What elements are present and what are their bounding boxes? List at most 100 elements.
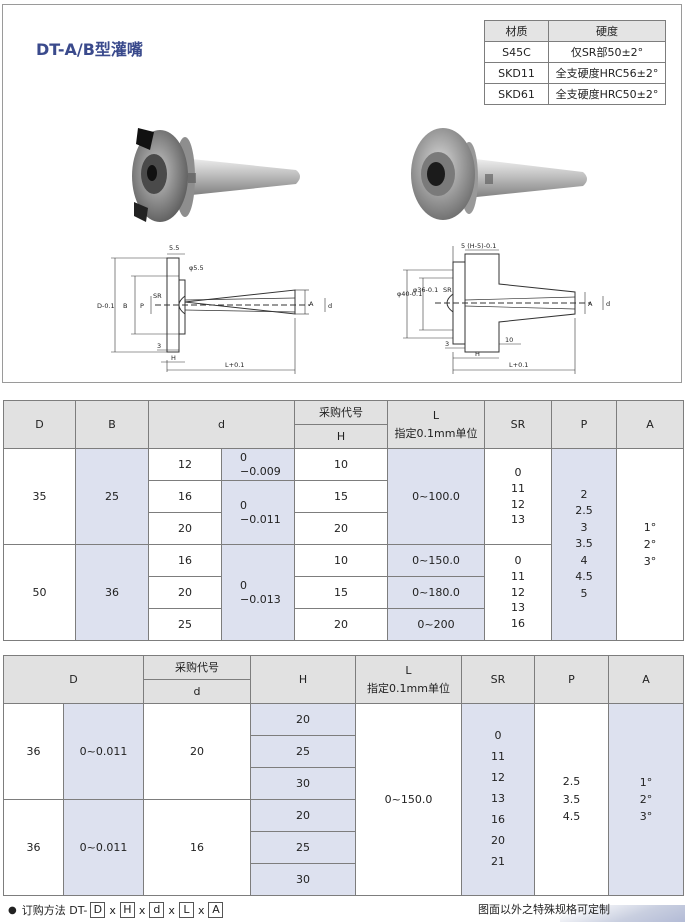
- cell-h: 30: [251, 864, 356, 896]
- hardness-header: 硬度: [548, 20, 666, 42]
- cell-l: 0~100.0: [388, 449, 485, 545]
- cell-h: 20: [295, 609, 388, 641]
- order-separator: x: [109, 903, 116, 917]
- cell-small-d: 16: [144, 800, 251, 896]
- order-box: A: [208, 902, 224, 918]
- dim-label: d: [606, 300, 610, 308]
- dim-label: P: [140, 302, 144, 310]
- cell-small-d: 16: [149, 481, 222, 513]
- cell-sr: 0 11 12 13 16: [485, 545, 552, 641]
- col-header-l: L 指定0.1mm单位: [356, 656, 462, 704]
- cell-h: 10: [295, 449, 388, 481]
- material-cell: S45C: [484, 41, 549, 63]
- dim-label: SR: [443, 286, 452, 294]
- cell-small-d: 12: [149, 449, 222, 481]
- cell-h: 25: [251, 736, 356, 768]
- cell-tolerance: 0 −0.009: [222, 449, 295, 481]
- nozzle-a-photo: [132, 128, 300, 222]
- col-header-sr: SR: [485, 401, 552, 449]
- hardness-cell: 仅SR部50±2°: [548, 41, 666, 63]
- cell-h: 20: [295, 513, 388, 545]
- cell-h: 30: [251, 768, 356, 800]
- col-header-code: 采购代号: [144, 656, 251, 680]
- dim-label: SR: [153, 292, 162, 300]
- order-method: ● 订购方法 DT- D x H x d x L x A: [8, 902, 226, 918]
- cell-h: 20: [251, 704, 356, 736]
- bullet-icon: ●: [8, 904, 17, 916]
- cell-h: 15: [295, 577, 388, 609]
- spec-table-2: D 采购代号 d H L 指定0.1mm单位 SR P A 36 0~0.011…: [3, 655, 684, 896]
- col-header-d: d: [144, 680, 251, 704]
- cell-b: 36: [76, 545, 149, 641]
- cell-h: 10: [295, 545, 388, 577]
- order-box: d: [149, 902, 165, 918]
- dim-label: 3: [157, 342, 161, 350]
- order-separator: x: [138, 903, 146, 917]
- cell-h: 20: [251, 800, 356, 832]
- col-header-d: d: [149, 401, 295, 449]
- dim-label: d: [328, 302, 332, 310]
- col-header-d-outer: D: [4, 656, 144, 704]
- cell-a: 1° 2° 3°: [617, 449, 684, 641]
- cell-sr: 0 11 12 13: [485, 449, 552, 545]
- cell-small-d: 20: [149, 577, 222, 609]
- cell-tolerance: 0~0.011: [64, 704, 144, 800]
- dim-label: L+0.1: [225, 361, 244, 369]
- order-separator: x: [197, 903, 205, 917]
- cell-h: 15: [295, 481, 388, 513]
- col-header-b: B: [76, 401, 149, 449]
- custom-spec-note: 图面以外之特殊规格可定制: [478, 903, 610, 916]
- cell-d: 36: [4, 800, 64, 896]
- col-header-code: 采购代号: [295, 401, 388, 425]
- material-table: 材质 硬度 S45C 仅SR部50±2° SKD11 全支硬度HRC56±2° …: [484, 20, 666, 105]
- page-title: DT-A/B型灌嘴: [36, 40, 143, 59]
- cell-sr: 0 11 12 13 16 20 21: [462, 704, 535, 896]
- dim-label: L+0.1: [509, 361, 528, 369]
- cell-p: 2 2.5 3 3.5 4 4.5 5: [552, 449, 617, 641]
- col-header-l: L 指定0.1mm单位: [388, 401, 485, 449]
- dim-label: 10: [505, 336, 513, 344]
- cell-tolerance: 0 −0.011: [222, 481, 295, 545]
- cell-small-d: 20: [144, 704, 251, 800]
- dim-label: 3: [445, 340, 449, 348]
- col-header-d-outer: D: [4, 401, 76, 449]
- dim-label: H: [475, 350, 480, 358]
- cell-small-d: 20: [149, 513, 222, 545]
- material-header: 材质: [484, 20, 549, 42]
- dim-label: φ36-0.1: [413, 286, 438, 294]
- dim-label: φ40-0.1: [397, 290, 422, 298]
- col-header-sr: SR: [462, 656, 535, 704]
- cell-b: 25: [76, 449, 149, 545]
- spec-table-1: D B d 采购代号 H L 指定0.1mm单位 SR P A 35 25 12…: [3, 400, 684, 641]
- col-header-a: A: [609, 656, 684, 704]
- order-box: D: [90, 902, 106, 918]
- drawing-b: 5 (H-5)-0.1 φ40-0.1 φ36-0.1 SR A d 3 H 1…: [397, 242, 610, 374]
- cell-l: 0~200: [388, 609, 485, 641]
- cell-tolerance: 0 −0.013: [222, 545, 295, 641]
- cell-d: 35: [4, 449, 76, 545]
- nozzle-b-photo: [411, 128, 587, 220]
- dim-label: A: [309, 300, 314, 308]
- hardness-cell: 全支硬度HRC56±2°: [548, 62, 666, 84]
- cell-d: 36: [4, 704, 64, 800]
- dim-label: 5.5: [169, 244, 179, 252]
- col-header-a: A: [617, 401, 684, 449]
- material-cell: SKD61: [484, 83, 549, 105]
- cell-l: 0~150.0: [356, 704, 462, 896]
- dim-label: φ5.5: [189, 264, 204, 272]
- cell-h: 25: [251, 832, 356, 864]
- cell-tolerance: 0~0.011: [64, 800, 144, 896]
- dim-label: B: [123, 302, 127, 310]
- cell-a: 1° 2° 3°: [609, 704, 684, 896]
- decorative-band: [560, 905, 685, 922]
- cell-d: 50: [4, 545, 76, 641]
- dim-label: D-0.1: [97, 302, 115, 310]
- col-header-h: H: [295, 425, 388, 449]
- cell-small-d: 25: [149, 609, 222, 641]
- col-header-p: P: [552, 401, 617, 449]
- dim-label: 5 (H-5)-0.1: [461, 242, 496, 250]
- order-box: L: [178, 902, 194, 918]
- hardness-cell: 全支硬度HRC50±2°: [548, 83, 666, 105]
- drawing-a: 5.5 φ5.5 D-0.1 B P SR A d 3 H L+0.1: [97, 244, 332, 374]
- col-header-h: H: [251, 656, 356, 704]
